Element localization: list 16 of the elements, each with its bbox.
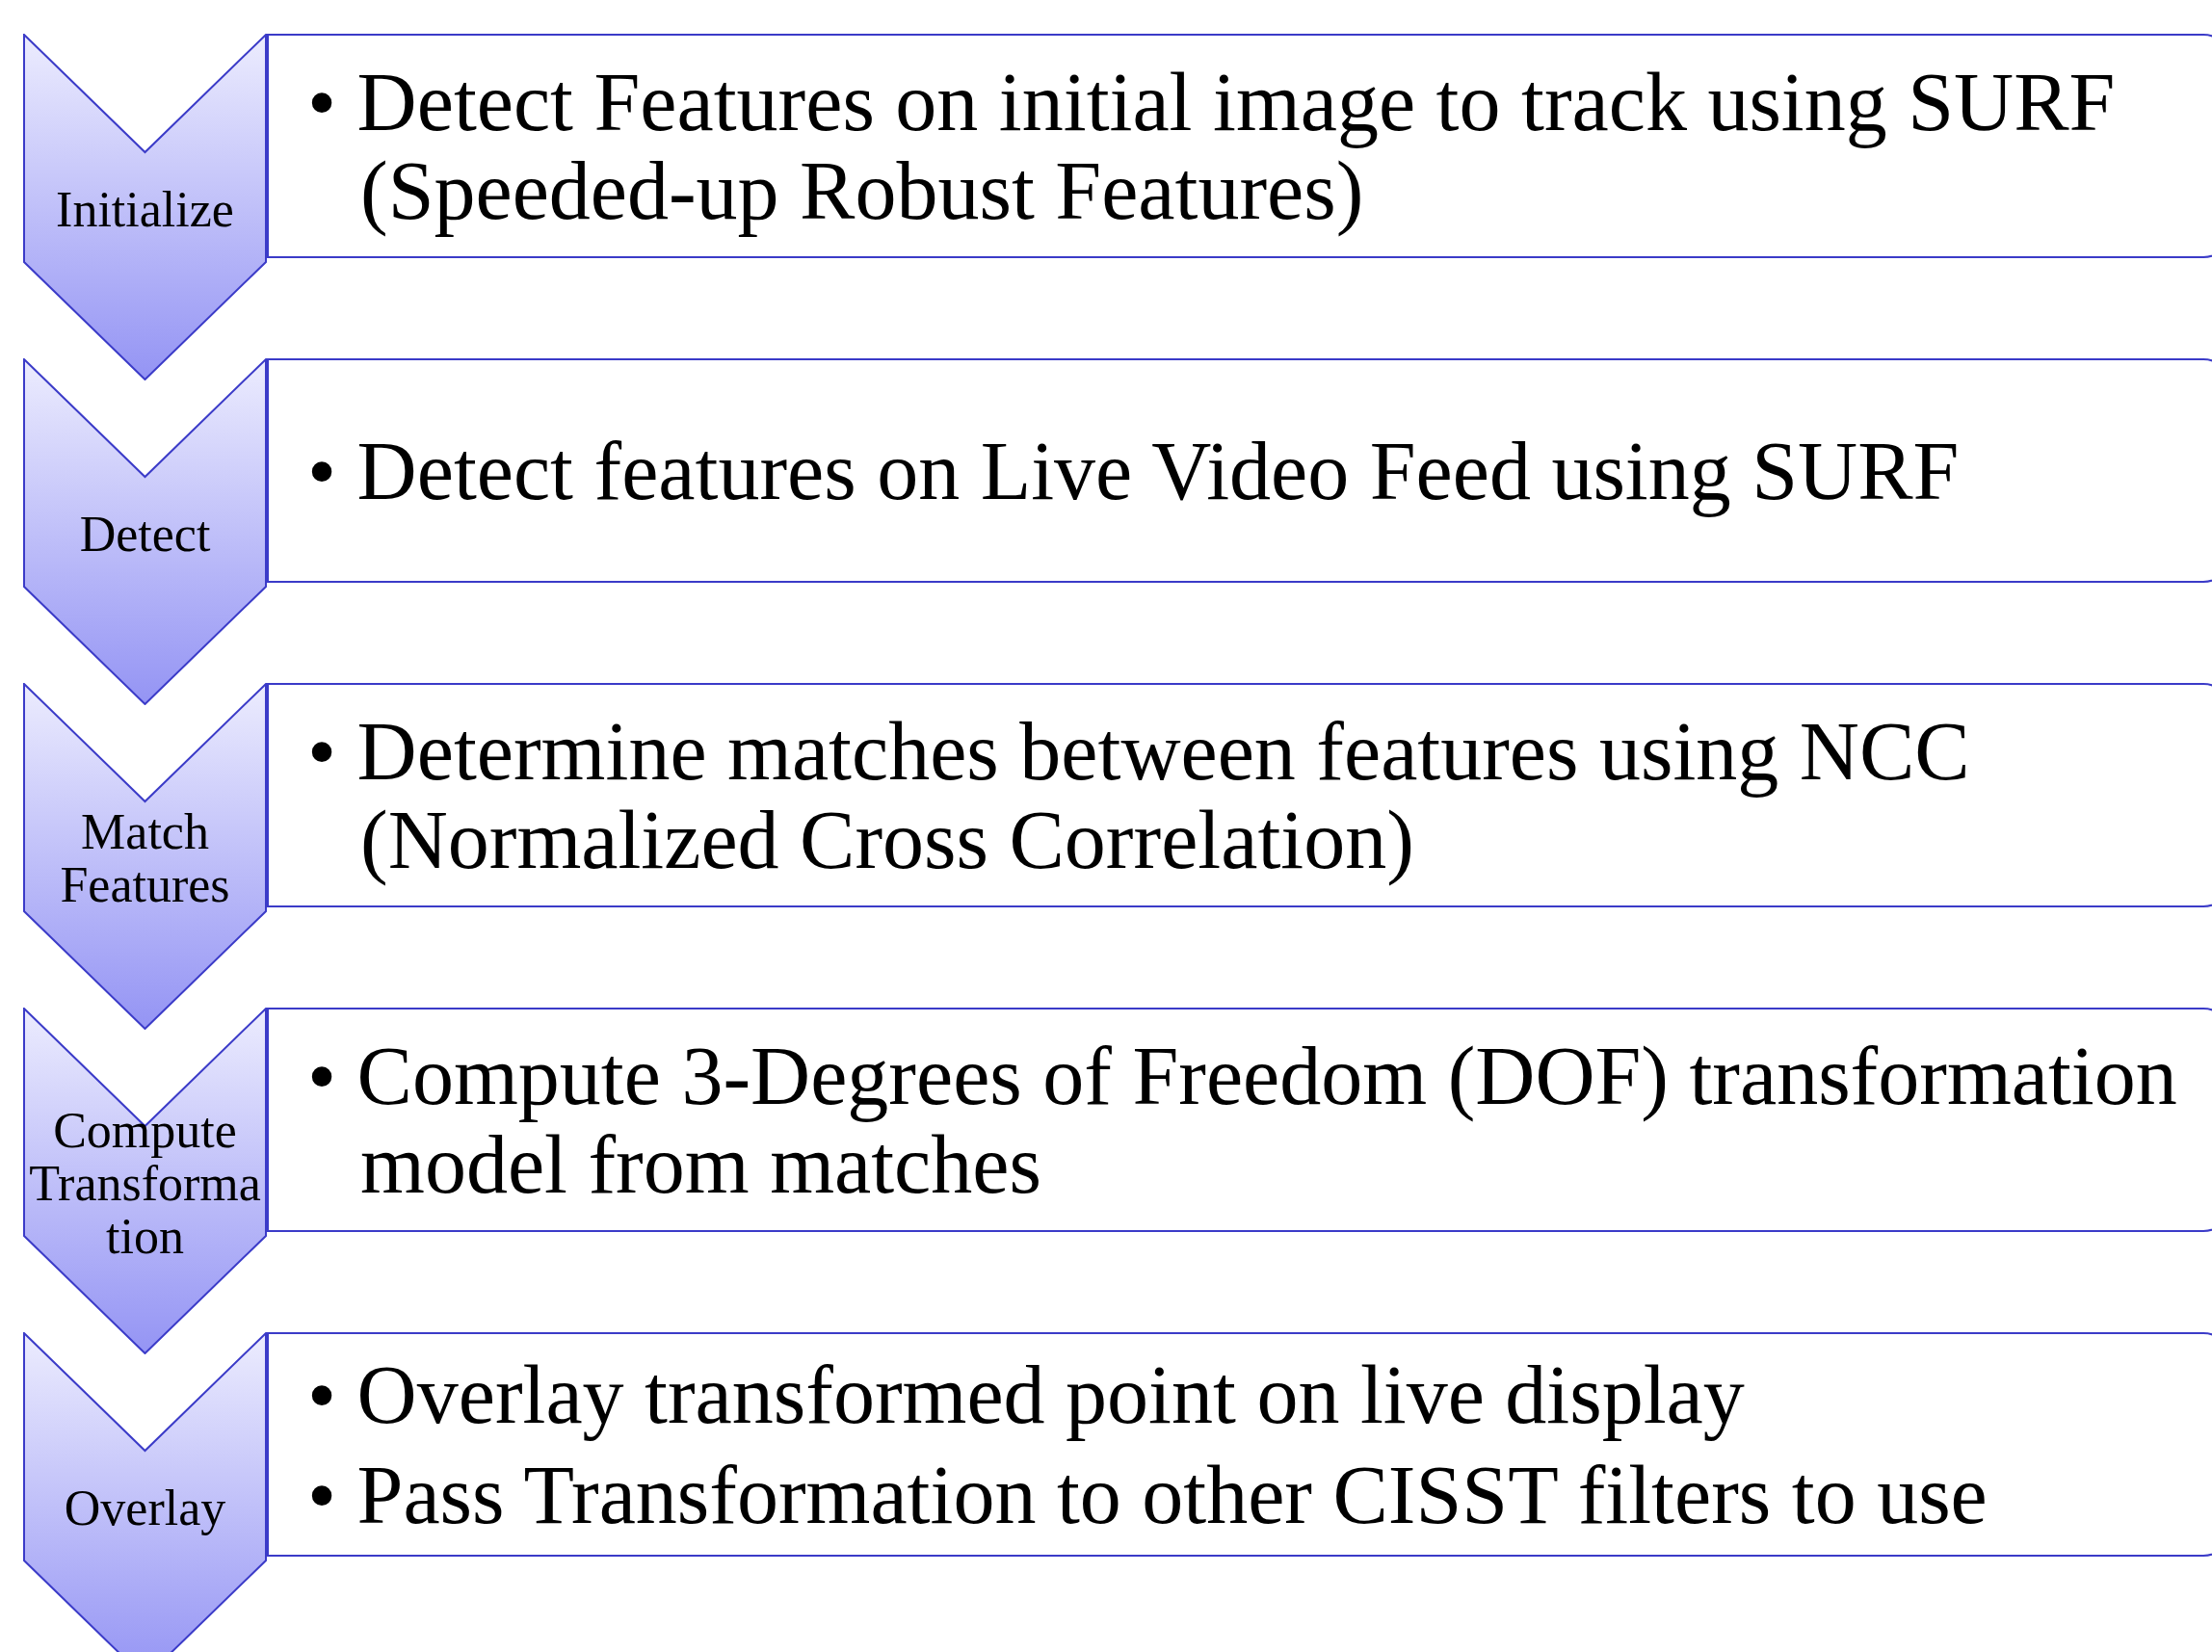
description-box (267, 1008, 2212, 1232)
bullet-text: • Pass Transformation to other CISST filters to use (307, 1450, 1988, 1539)
bullet-text: • Detect Features on initial image to track using SURF (Speeded-up Robust Features) (307, 57, 2117, 235)
step-label: Overlay (63, 1481, 227, 1534)
step-label: Initialize (55, 182, 235, 236)
bullet-text: • Determine matches between features using NCC (Normalized Cross Correlation) (307, 706, 1971, 884)
bullet-text: • Overlay transformed point on live display (307, 1350, 1745, 1439)
description-box (267, 1332, 2212, 1557)
description-box (267, 683, 2212, 907)
bullet-text: • Compute 3-Degrees of Freedom (DOF) transformation model from matches (307, 1031, 2178, 1209)
description-box (267, 34, 2212, 258)
step-label: Detect (78, 507, 212, 561)
step-label: Compute Transformation (28, 1103, 262, 1263)
step-label: Match Features (59, 805, 231, 911)
bullet-text: • Detect features on Live Video Feed using SURF (307, 426, 1960, 515)
description-box (267, 358, 2212, 583)
